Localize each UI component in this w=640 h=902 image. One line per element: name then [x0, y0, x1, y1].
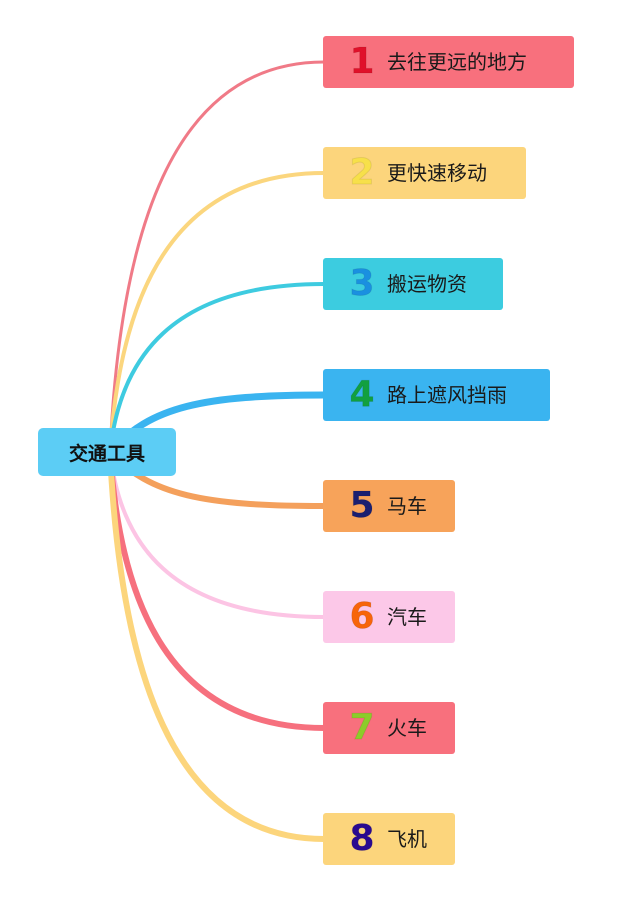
root-node[interactable]: 交通工具	[38, 428, 176, 476]
branch-number-6: 6	[349, 596, 375, 637]
branch-number-1: 1	[349, 41, 375, 82]
root-node-label: 交通工具	[68, 442, 145, 465]
branch-node-4[interactable]: 4 路上遮风挡雨	[323, 369, 550, 421]
branch-node-8[interactable]: 8 飞机	[323, 813, 455, 865]
branch-node-1[interactable]: 1 去往更远的地方	[323, 36, 574, 88]
branch-node-3[interactable]: 3 搬运物资	[323, 258, 503, 310]
branch-node-7[interactable]: 7 火车	[323, 702, 455, 754]
branch-label-2: 更快速移动	[387, 161, 487, 185]
connector-8	[107, 449, 327, 842]
branch-label-4: 路上遮风挡雨	[387, 383, 507, 407]
branch-label-1: 去往更远的地方	[387, 50, 527, 74]
branch-label-3: 搬运物资	[387, 272, 467, 296]
branch-label-7: 火车	[387, 716, 427, 740]
branch-label-6: 汽车	[387, 605, 427, 629]
branch-number-5: 5	[349, 485, 375, 526]
branch-number-8: 8	[349, 818, 375, 859]
branch-label-5: 马车	[387, 494, 427, 518]
branch-number-2: 2	[349, 152, 375, 193]
connector-6	[108, 450, 326, 619]
connector-2	[108, 171, 326, 454]
connector-7	[107, 449, 327, 731]
connector-3	[108, 282, 326, 454]
branch-label-8: 飞机	[387, 827, 427, 851]
branch-node-6[interactable]: 6 汽车	[323, 591, 455, 643]
connector-1	[108, 60, 326, 454]
branch-number-4: 4	[349, 374, 375, 415]
branch-node-2[interactable]: 2 更快速移动	[323, 147, 526, 199]
branch-number-7: 7	[349, 707, 375, 748]
branch-node-5[interactable]: 5 马车	[323, 480, 455, 532]
branch-number-3: 3	[349, 263, 375, 304]
